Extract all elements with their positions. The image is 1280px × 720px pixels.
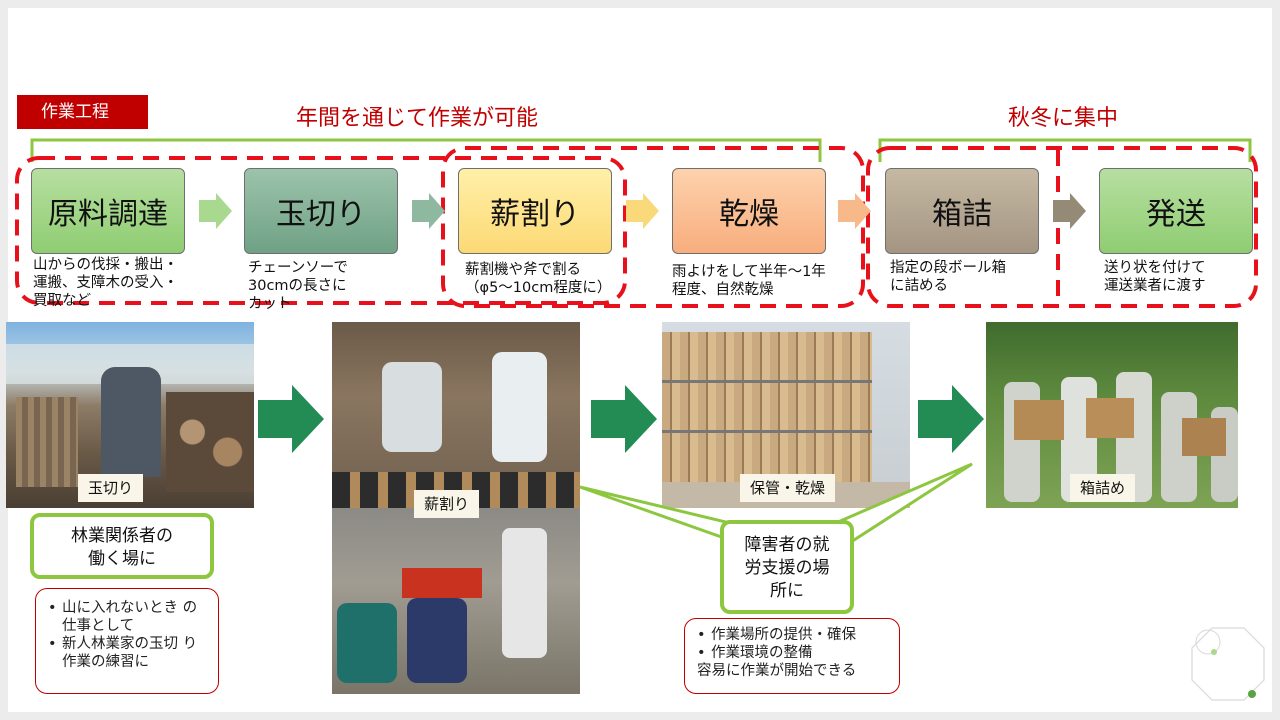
dashed-frame-middle (441, 146, 865, 308)
process-desc-hasso: 送り状を付けて 運送業者に渡す (1104, 259, 1206, 295)
bubble-line: 障害者の就 (744, 535, 830, 555)
header-autumn-winter: 秋冬に集中 (1008, 106, 1119, 131)
decor-octagon-icon (1191, 627, 1265, 701)
note-forestry: 山に入れないとき の仕事として 新人林業家の玉切 り作業の練習に (35, 588, 219, 694)
note-extra: 容易に作業が開始できる (697, 663, 857, 679)
photo-makiwari-bottom (332, 508, 580, 694)
desc-line: 雨よけをして半年～1年 (672, 264, 826, 280)
year-round-bracket (30, 138, 822, 162)
bubble-disability-support: 障害者の就 労支援の場 所に (720, 520, 854, 614)
note-item: 作業環境の整備 (691, 644, 891, 662)
bubble-line: 労支援の場 (744, 558, 830, 578)
desc-line: に詰める (890, 278, 948, 294)
desc-line: 山からの伐採・搬出・ (33, 257, 178, 273)
dashed-frame-late (866, 146, 1258, 308)
bubble-line: 林業関係者の (71, 526, 173, 546)
section-tag: 作業工程 (17, 95, 148, 129)
note-item: 新人林業家の玉切 り作業の練習に (42, 635, 210, 671)
desc-line: （φ5～10cm程度に） (465, 280, 612, 296)
bubble-line: 働く場に (88, 549, 156, 569)
desc-line: 買取など (33, 293, 91, 309)
process-hasso: 発送 (1099, 168, 1253, 254)
process-hakozume: 箱詰 (885, 168, 1039, 254)
desc-line: 程度、自然乾燥 (672, 282, 774, 298)
desc-line: 指定の段ボール箱 (890, 260, 1006, 276)
process-desc-tamagiri: チェーンソーで 30cmの長さに カット (248, 259, 348, 313)
flow-arrow-icon (258, 385, 324, 453)
process-desc-genryo: 山からの伐採・搬出・ 運搬、支障木の受入・ 買取など (33, 256, 178, 310)
caption-tamagiri: 玉切り (78, 474, 144, 502)
step-arrow-icon (626, 193, 659, 229)
bubble-line: 所に (770, 581, 804, 601)
process-tamagiri: 玉切り (244, 168, 398, 254)
note-disabled: 作業場所の提供・確保 作業環境の整備 容易に作業が開始できる (684, 618, 900, 694)
caption-hokan: 保管・乾燥 (740, 474, 836, 502)
step-arrow-icon (838, 193, 871, 229)
flow-arrow-icon (918, 385, 984, 453)
desc-line: 運搬、支障木の受入・ (33, 275, 178, 291)
step-arrow-icon (199, 193, 232, 229)
process-desc-hakozume: 指定の段ボール箱 に詰める (890, 259, 1006, 295)
process-genryo-chotatsu: 原料調達 (31, 168, 185, 254)
process-kanso: 乾燥 (672, 168, 826, 254)
desc-line: 30cmの長さに (248, 278, 347, 294)
dashed-frame-early (15, 156, 627, 305)
step-arrow-icon (412, 193, 445, 229)
desc-line: チェーンソーで (248, 260, 348, 276)
process-makiwari: 薪割り (458, 168, 612, 254)
step-arrow-icon (1053, 193, 1086, 229)
desc-line: 薪割機や斧で割る (465, 262, 581, 278)
header-year-round: 年間を通じて作業が可能 (296, 106, 539, 131)
desc-line: カット (248, 296, 292, 312)
process-desc-makiwari: 薪割機や斧で割る （φ5～10cm程度に） (465, 261, 611, 297)
flow-arrow-icon (591, 385, 657, 453)
desc-line: 送り状を付けて (1104, 260, 1206, 276)
caption-makiwari: 薪割り (414, 490, 480, 518)
note-item: 山に入れないとき の仕事として (42, 599, 210, 635)
caption-hakozume: 箱詰め (1070, 474, 1136, 502)
note-item: 作業場所の提供・確保 (691, 626, 891, 644)
process-desc-kanso: 雨よけをして半年～1年 程度、自然乾燥 (672, 263, 826, 299)
desc-line: 運送業者に渡す (1104, 278, 1206, 294)
bubble-forestry-workplace: 林業関係者の 働く場に (30, 513, 214, 579)
